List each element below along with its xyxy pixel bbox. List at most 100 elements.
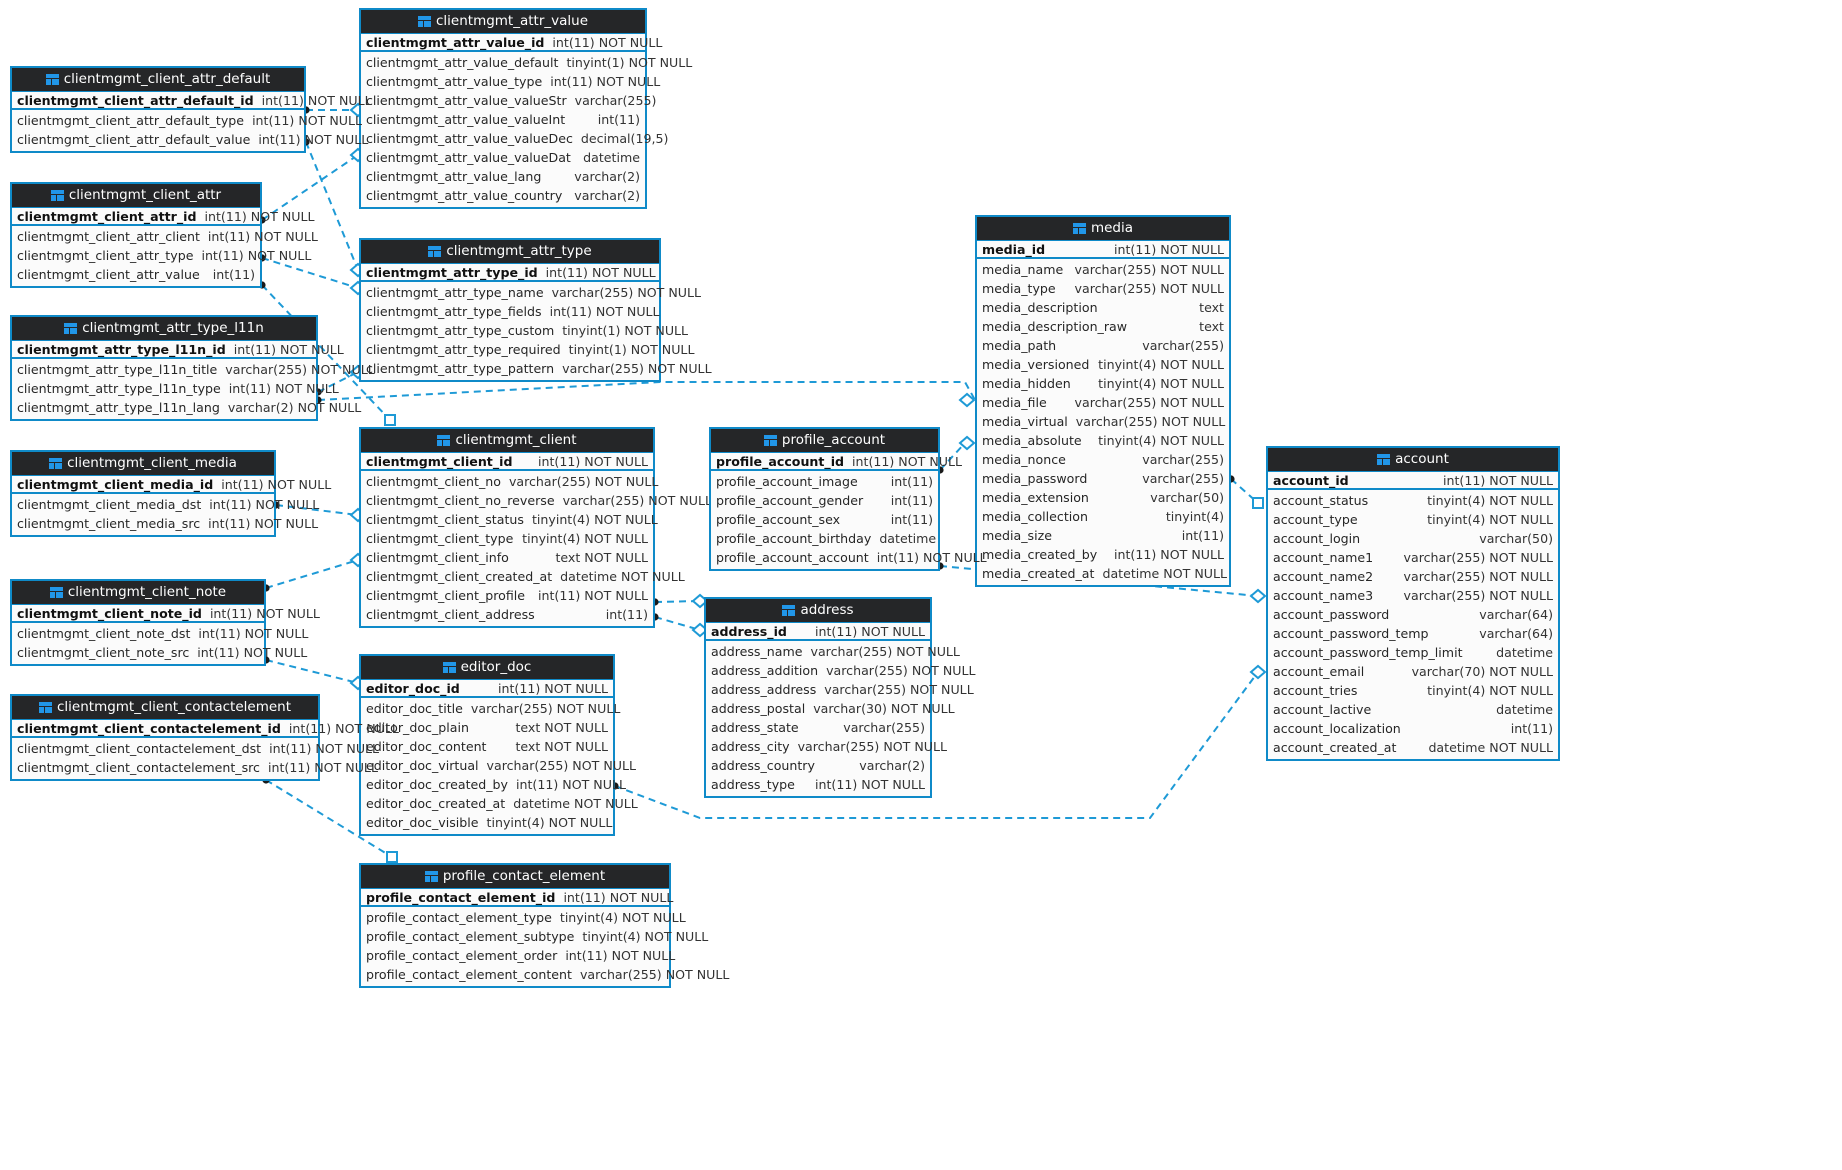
table-header-clientmgmt_client_contactelement[interactable]: clientmgmt_client_contactelement — [12, 696, 318, 719]
table-header-clientmgmt_client_note[interactable]: clientmgmt_client_note — [12, 581, 264, 604]
table-header-media[interactable]: media — [977, 217, 1229, 240]
table-header-clientmgmt_client_media[interactable]: clientmgmt_client_media — [12, 452, 274, 475]
table-header-clientmgmt_attr_type_l11n[interactable]: clientmgmt_attr_type_l11n — [12, 317, 316, 340]
table-header-account[interactable]: account — [1268, 448, 1558, 471]
table-header-clientmgmt_attr_type[interactable]: clientmgmt_attr_type — [361, 240, 659, 263]
table-header-profile_account[interactable]: profile_account — [711, 429, 938, 452]
table-header-clientmgmt_client_attr_default[interactable]: clientmgmt_client_attr_default — [12, 68, 304, 91]
